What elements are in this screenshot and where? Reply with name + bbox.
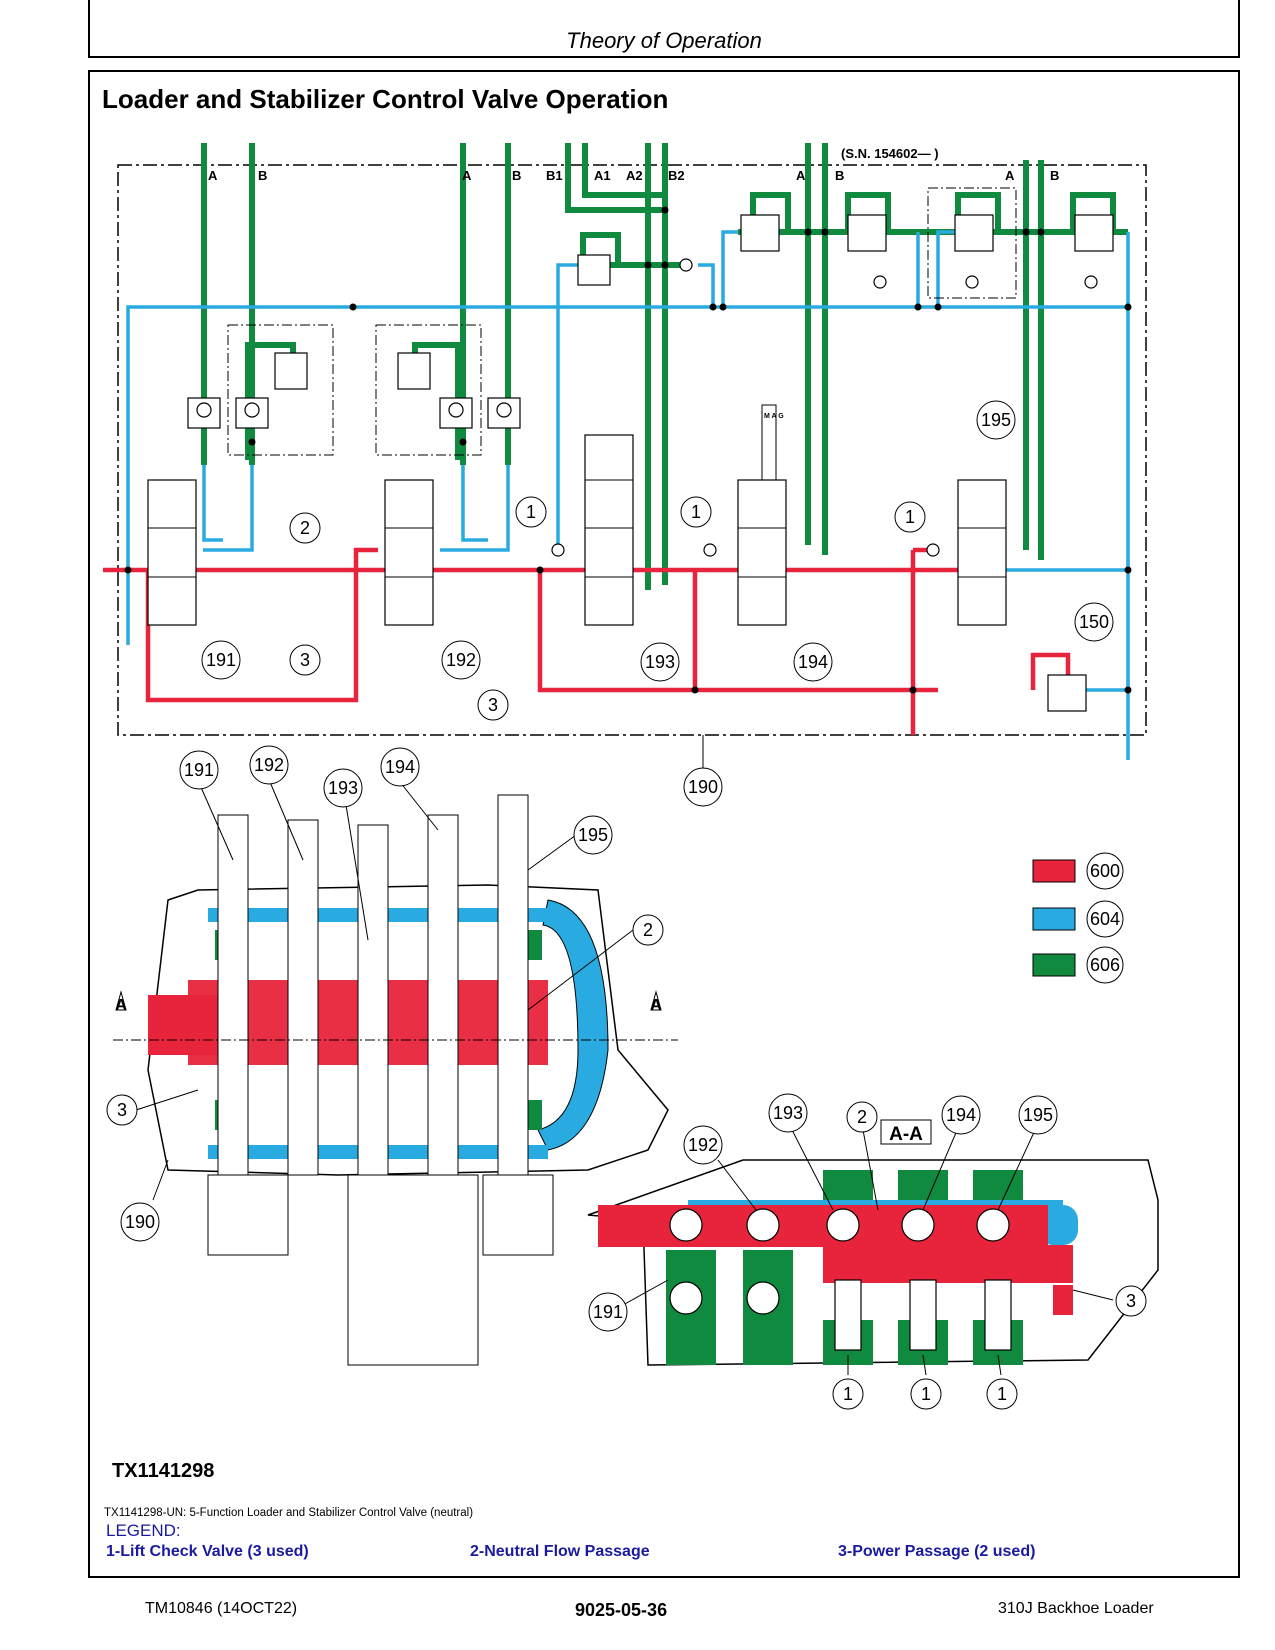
footer-manual-id: TM10846 (14OCT22) bbox=[145, 1600, 298, 1617]
section-view: A-A bbox=[587, 1093, 1159, 1410]
mag-label: M A G bbox=[764, 413, 784, 420]
valve-cutaway: A A 191 192 193 194 195 2 3 190 bbox=[106, 745, 678, 1366]
legend-item-2: 2-Neutral Flow Passage bbox=[470, 1543, 650, 1560]
callout: 192 bbox=[254, 755, 284, 775]
callout: 1 bbox=[691, 502, 701, 522]
port-label: A bbox=[796, 168, 806, 183]
figure-id: TX1141298 bbox=[112, 1460, 215, 1482]
legend-code: 600 bbox=[1090, 861, 1120, 881]
valve-figure: A B A B B1 A1 A2 B2 A B A B (S.N. 154602… bbox=[103, 143, 1159, 1410]
callout: 190 bbox=[125, 1212, 155, 1232]
section-title: Theory of Operation bbox=[566, 28, 762, 53]
legend-swatch-return bbox=[1032, 907, 1076, 931]
header-frame: Theory of Operation bbox=[88, 0, 1240, 58]
callout: 2 bbox=[643, 920, 653, 940]
port-label: B bbox=[258, 168, 267, 183]
callout: 193 bbox=[773, 1103, 803, 1123]
callout: 3 bbox=[300, 650, 310, 670]
callout: 191 bbox=[184, 760, 214, 780]
legend-swatch-trapped bbox=[1032, 953, 1076, 977]
callout: 1 bbox=[921, 1384, 931, 1404]
color-legend: 600 604 606 bbox=[1032, 852, 1124, 984]
port-label: B bbox=[835, 168, 844, 183]
callout: 195 bbox=[1023, 1105, 1053, 1125]
port-label: A bbox=[208, 168, 218, 183]
callout: 195 bbox=[578, 825, 608, 845]
callout: 195 bbox=[981, 410, 1011, 430]
port-label: A1 bbox=[594, 168, 611, 183]
section-mark: A bbox=[115, 997, 127, 1014]
callout: 193 bbox=[328, 778, 358, 798]
figure-frame bbox=[88, 70, 1240, 1578]
port-label: B bbox=[1050, 168, 1059, 183]
callout: 2 bbox=[300, 518, 310, 538]
callout: 192 bbox=[446, 650, 476, 670]
legend-code: 604 bbox=[1090, 909, 1120, 929]
legend-swatch-pressure bbox=[1032, 859, 1076, 883]
port-label: B bbox=[512, 168, 521, 183]
callout: 1 bbox=[526, 502, 536, 522]
callout: 3 bbox=[1126, 1291, 1136, 1311]
hydraulic-schematic: A B A B B1 A1 A2 B2 A B A B (S.N. 154602… bbox=[103, 143, 1147, 807]
figure-caption: TX1141298-UN: 5-Function Loader and Stab… bbox=[104, 1507, 474, 1519]
callout: 3 bbox=[117, 1100, 127, 1120]
footer-page-number: 9025-05-36 bbox=[575, 1600, 668, 1620]
port-label: B2 bbox=[668, 168, 685, 183]
callout: 191 bbox=[593, 1302, 623, 1322]
callout: 3 bbox=[488, 695, 498, 715]
footer-product: 310J Backhoe Loader bbox=[998, 1600, 1154, 1617]
port-label: B1 bbox=[546, 168, 563, 183]
callout: 193 bbox=[645, 652, 675, 672]
callout: 194 bbox=[946, 1105, 976, 1125]
callout: 150 bbox=[1079, 612, 1109, 632]
callout: 1 bbox=[843, 1384, 853, 1404]
callout: 1 bbox=[997, 1384, 1007, 1404]
port-label: A bbox=[462, 168, 472, 183]
legend-heading: LEGEND: bbox=[106, 1521, 181, 1540]
callout: 191 bbox=[206, 650, 236, 670]
section-label: A-A bbox=[889, 1124, 923, 1145]
legend-item-3: 3-Power Passage (2 used) bbox=[838, 1543, 1036, 1560]
port-label: A bbox=[1005, 168, 1015, 183]
callout: 190 bbox=[688, 777, 718, 797]
callout: 2 bbox=[857, 1107, 867, 1127]
callout: 194 bbox=[385, 757, 415, 777]
serial-note: (S.N. 154602— ) bbox=[841, 146, 939, 161]
section-mark: A bbox=[650, 997, 662, 1014]
callout: 194 bbox=[798, 652, 828, 672]
callout: 192 bbox=[688, 1135, 718, 1155]
legend-item-1: 1-Lift Check Valve (3 used) bbox=[106, 1543, 309, 1560]
legend-code: 606 bbox=[1090, 955, 1120, 975]
callout: 1 bbox=[905, 507, 915, 527]
port-label: A2 bbox=[626, 168, 643, 183]
page-title: Loader and Stabilizer Control Valve Oper… bbox=[102, 84, 669, 114]
